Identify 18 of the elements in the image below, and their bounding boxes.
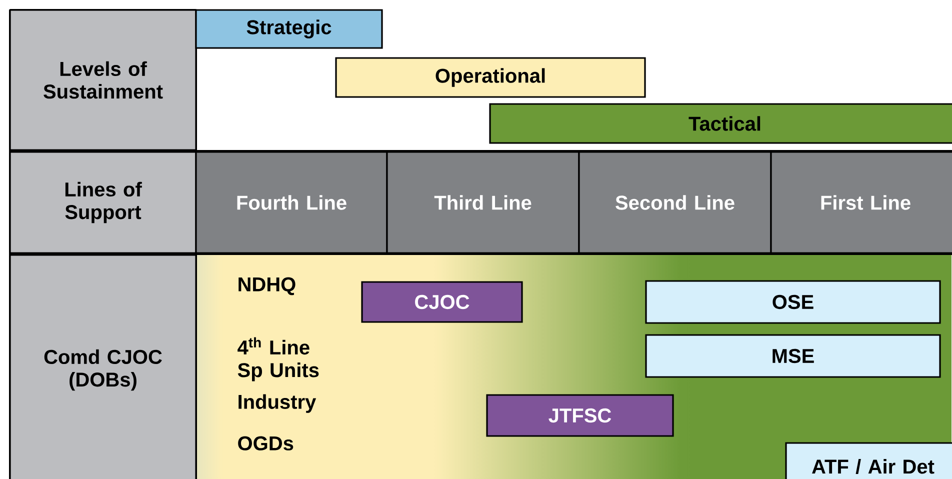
level-bar: Tactical <box>489 103 952 144</box>
column-header-cell: Second Line <box>578 151 772 254</box>
column-header-cell: Fourth Line <box>195 151 388 254</box>
row-header-cell: Levels of Sustainment <box>9 9 197 151</box>
organization-box: JTFSC <box>486 394 674 437</box>
organization-box: CJOC <box>361 281 523 323</box>
organization-box: ATF / Air Det <box>785 442 952 479</box>
organization-box: OSE <box>645 280 941 324</box>
organization-label: NDHQ <box>238 277 296 296</box>
row-header-cell: Lines of Support <box>9 151 197 254</box>
organization-label: Industry <box>238 394 316 413</box>
column-header-cell: First Line <box>770 151 952 254</box>
column-header-cell: Third Line <box>386 151 580 254</box>
organization-box: MSE <box>645 334 941 378</box>
organization-label: 4$^{th}$ Line Sp Units <box>238 337 319 382</box>
level-bar: Strategic <box>195 9 383 49</box>
level-bar: Operational <box>335 57 646 98</box>
organization-label: OGDs <box>238 436 294 450</box>
